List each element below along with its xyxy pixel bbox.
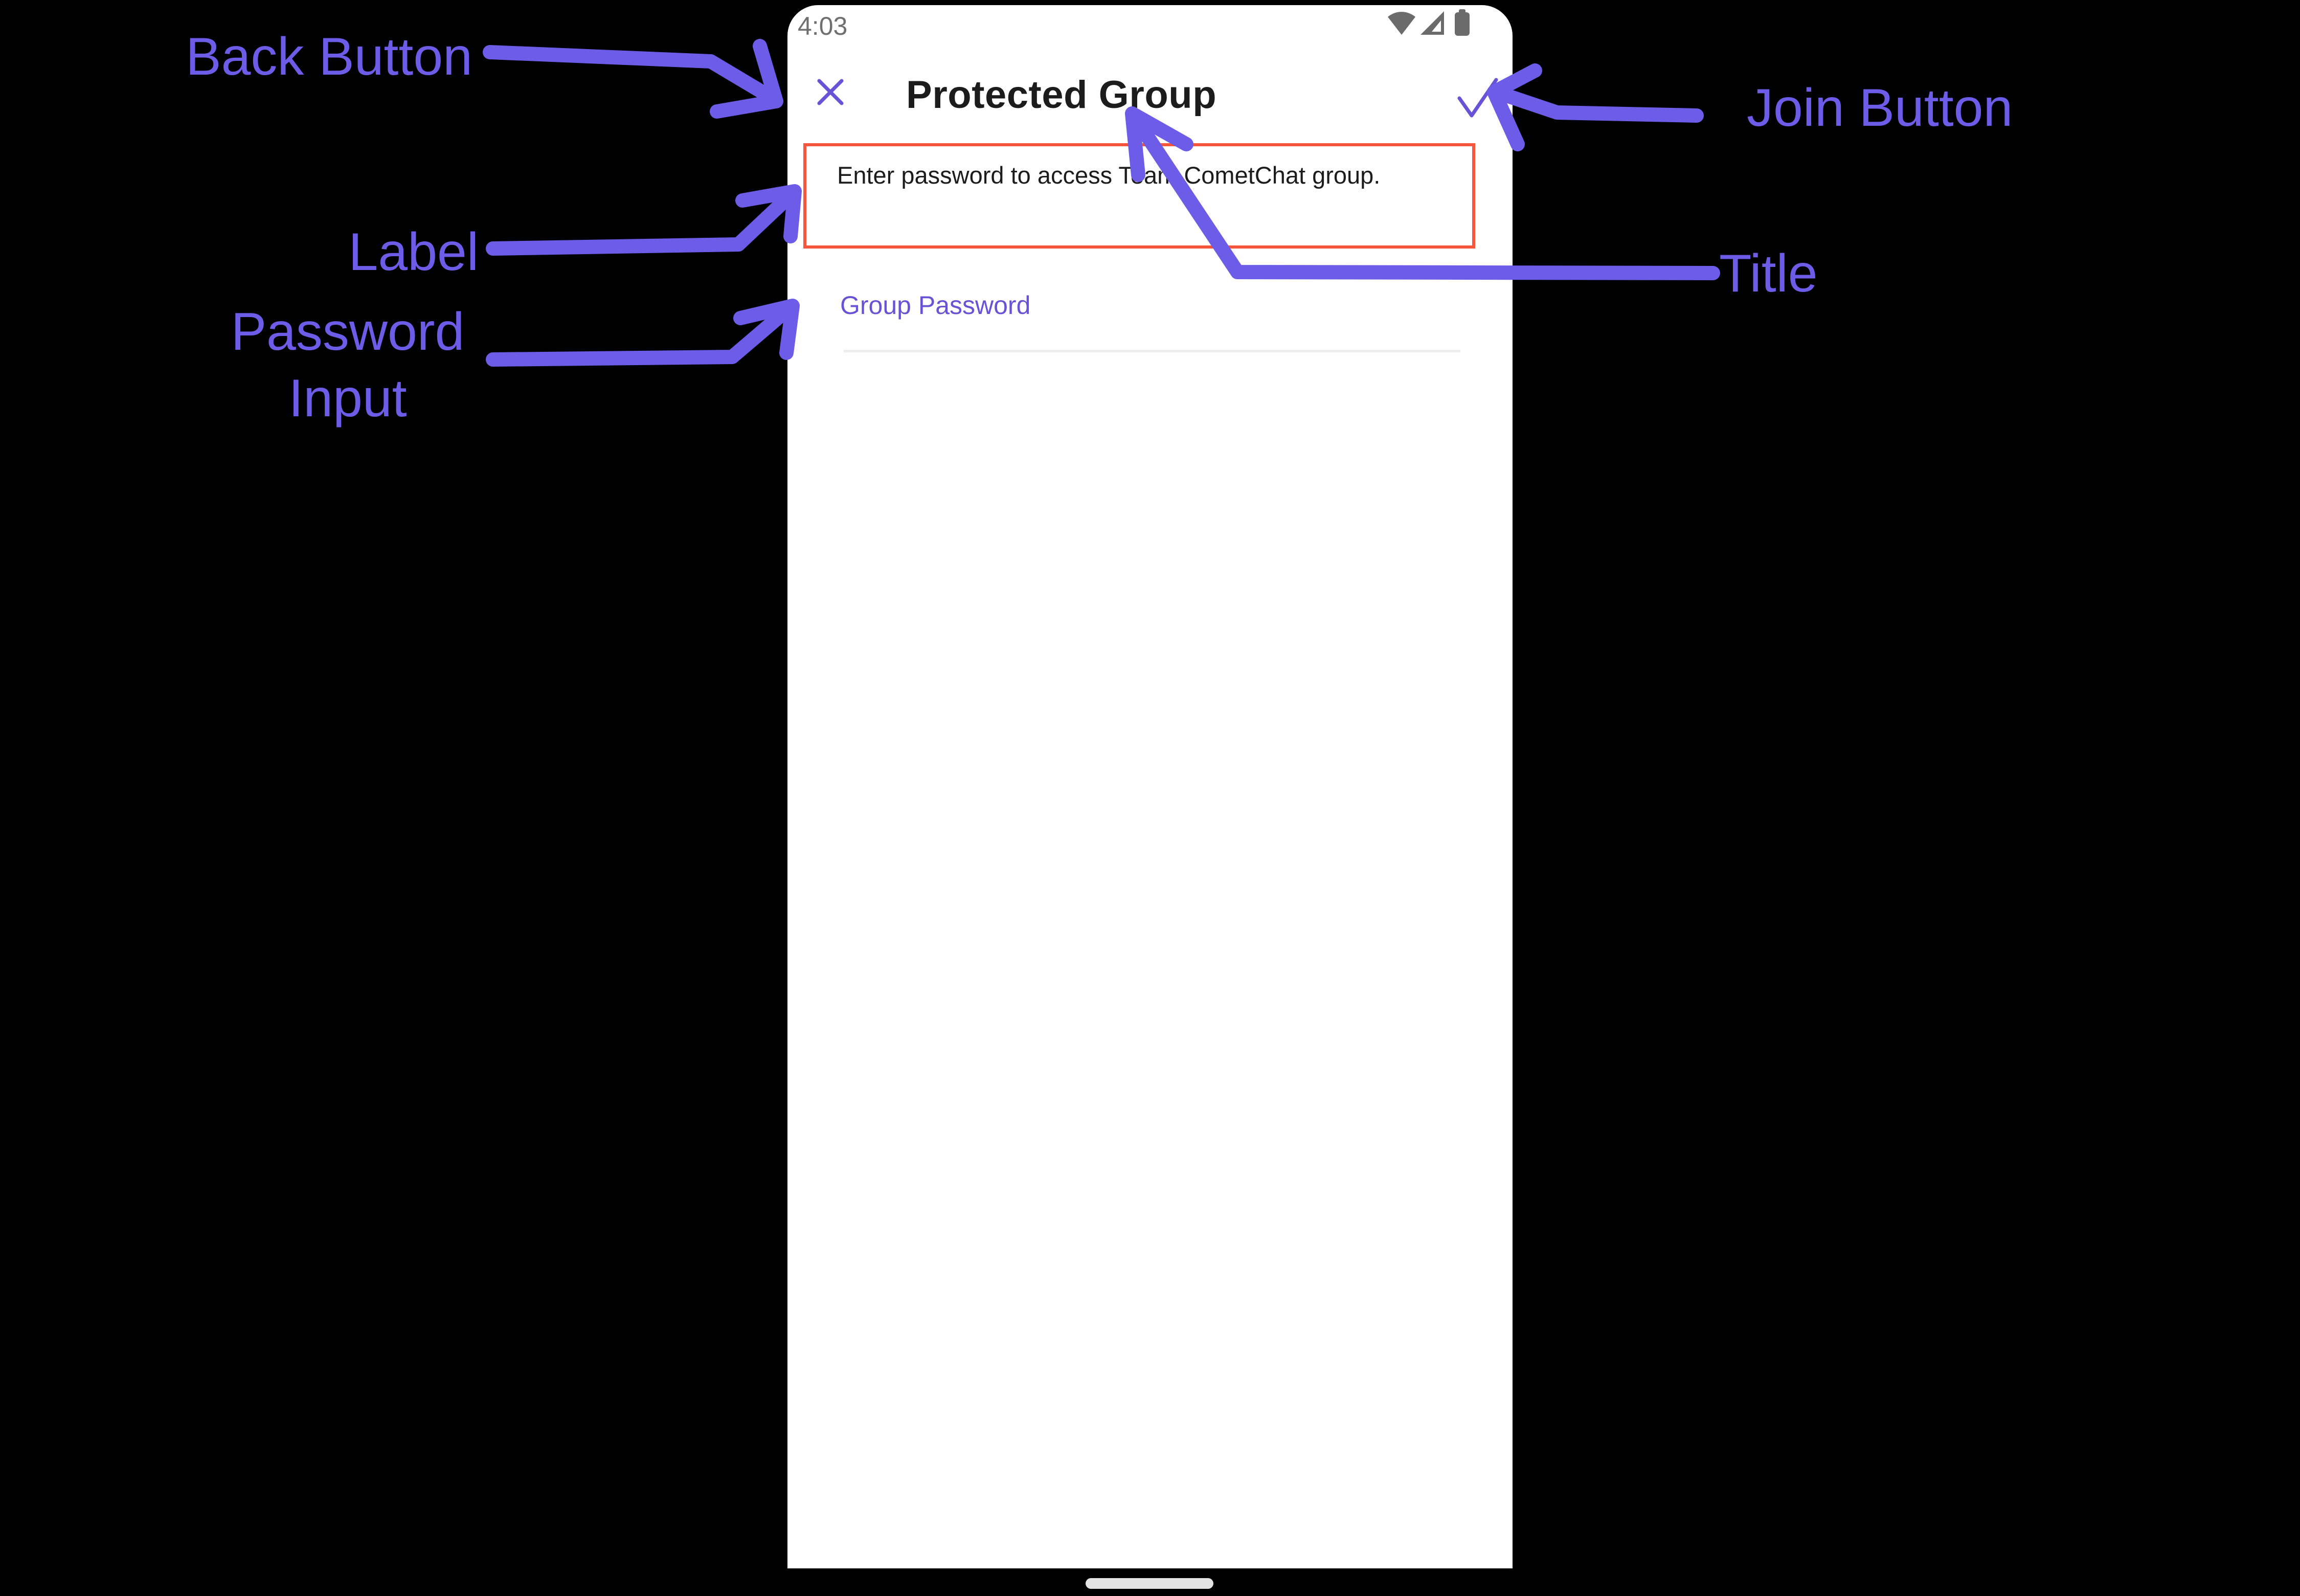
- annotation-back-button: Back Button: [186, 27, 472, 86]
- status-bar-icons: [1388, 9, 1470, 36]
- back-button-arrow: [483, 39, 783, 119]
- join-button-arrow: [1487, 63, 1704, 151]
- password-input-arrow: [486, 299, 800, 367]
- page-title: Protected Group: [906, 73, 1217, 117]
- cell-signal-icon: [1420, 11, 1444, 35]
- checkmark-icon[interactable]: [1456, 76, 1499, 120]
- phone-screen: 4:03 Protected Group: [787, 5, 1513, 1568]
- annotation-title: Title: [1719, 244, 1818, 303]
- input-underline: [844, 350, 1460, 352]
- annotation-join-button: Join Button: [1747, 78, 2013, 138]
- description-label: Enter password to access Team CometChat …: [837, 162, 1381, 189]
- group-password-placeholder: Group Password: [840, 291, 1031, 320]
- description-highlight-box: Enter password to access Team CometChat …: [803, 143, 1475, 249]
- status-bar-time: 4:03: [798, 12, 848, 40]
- annotation-label: Label: [348, 222, 479, 282]
- label-arrow: [486, 184, 802, 256]
- battery-icon: [1455, 9, 1470, 36]
- close-button[interactable]: [816, 78, 845, 106]
- x-close-icon[interactable]: [816, 78, 845, 106]
- wifi-icon: [1388, 12, 1415, 35]
- join-button[interactable]: [1456, 76, 1499, 120]
- group-password-input[interactable]: Group Password: [787, 281, 1513, 373]
- home-indicator[interactable]: [1086, 1578, 1213, 1589]
- annotation-password-input: Password Input: [231, 302, 465, 428]
